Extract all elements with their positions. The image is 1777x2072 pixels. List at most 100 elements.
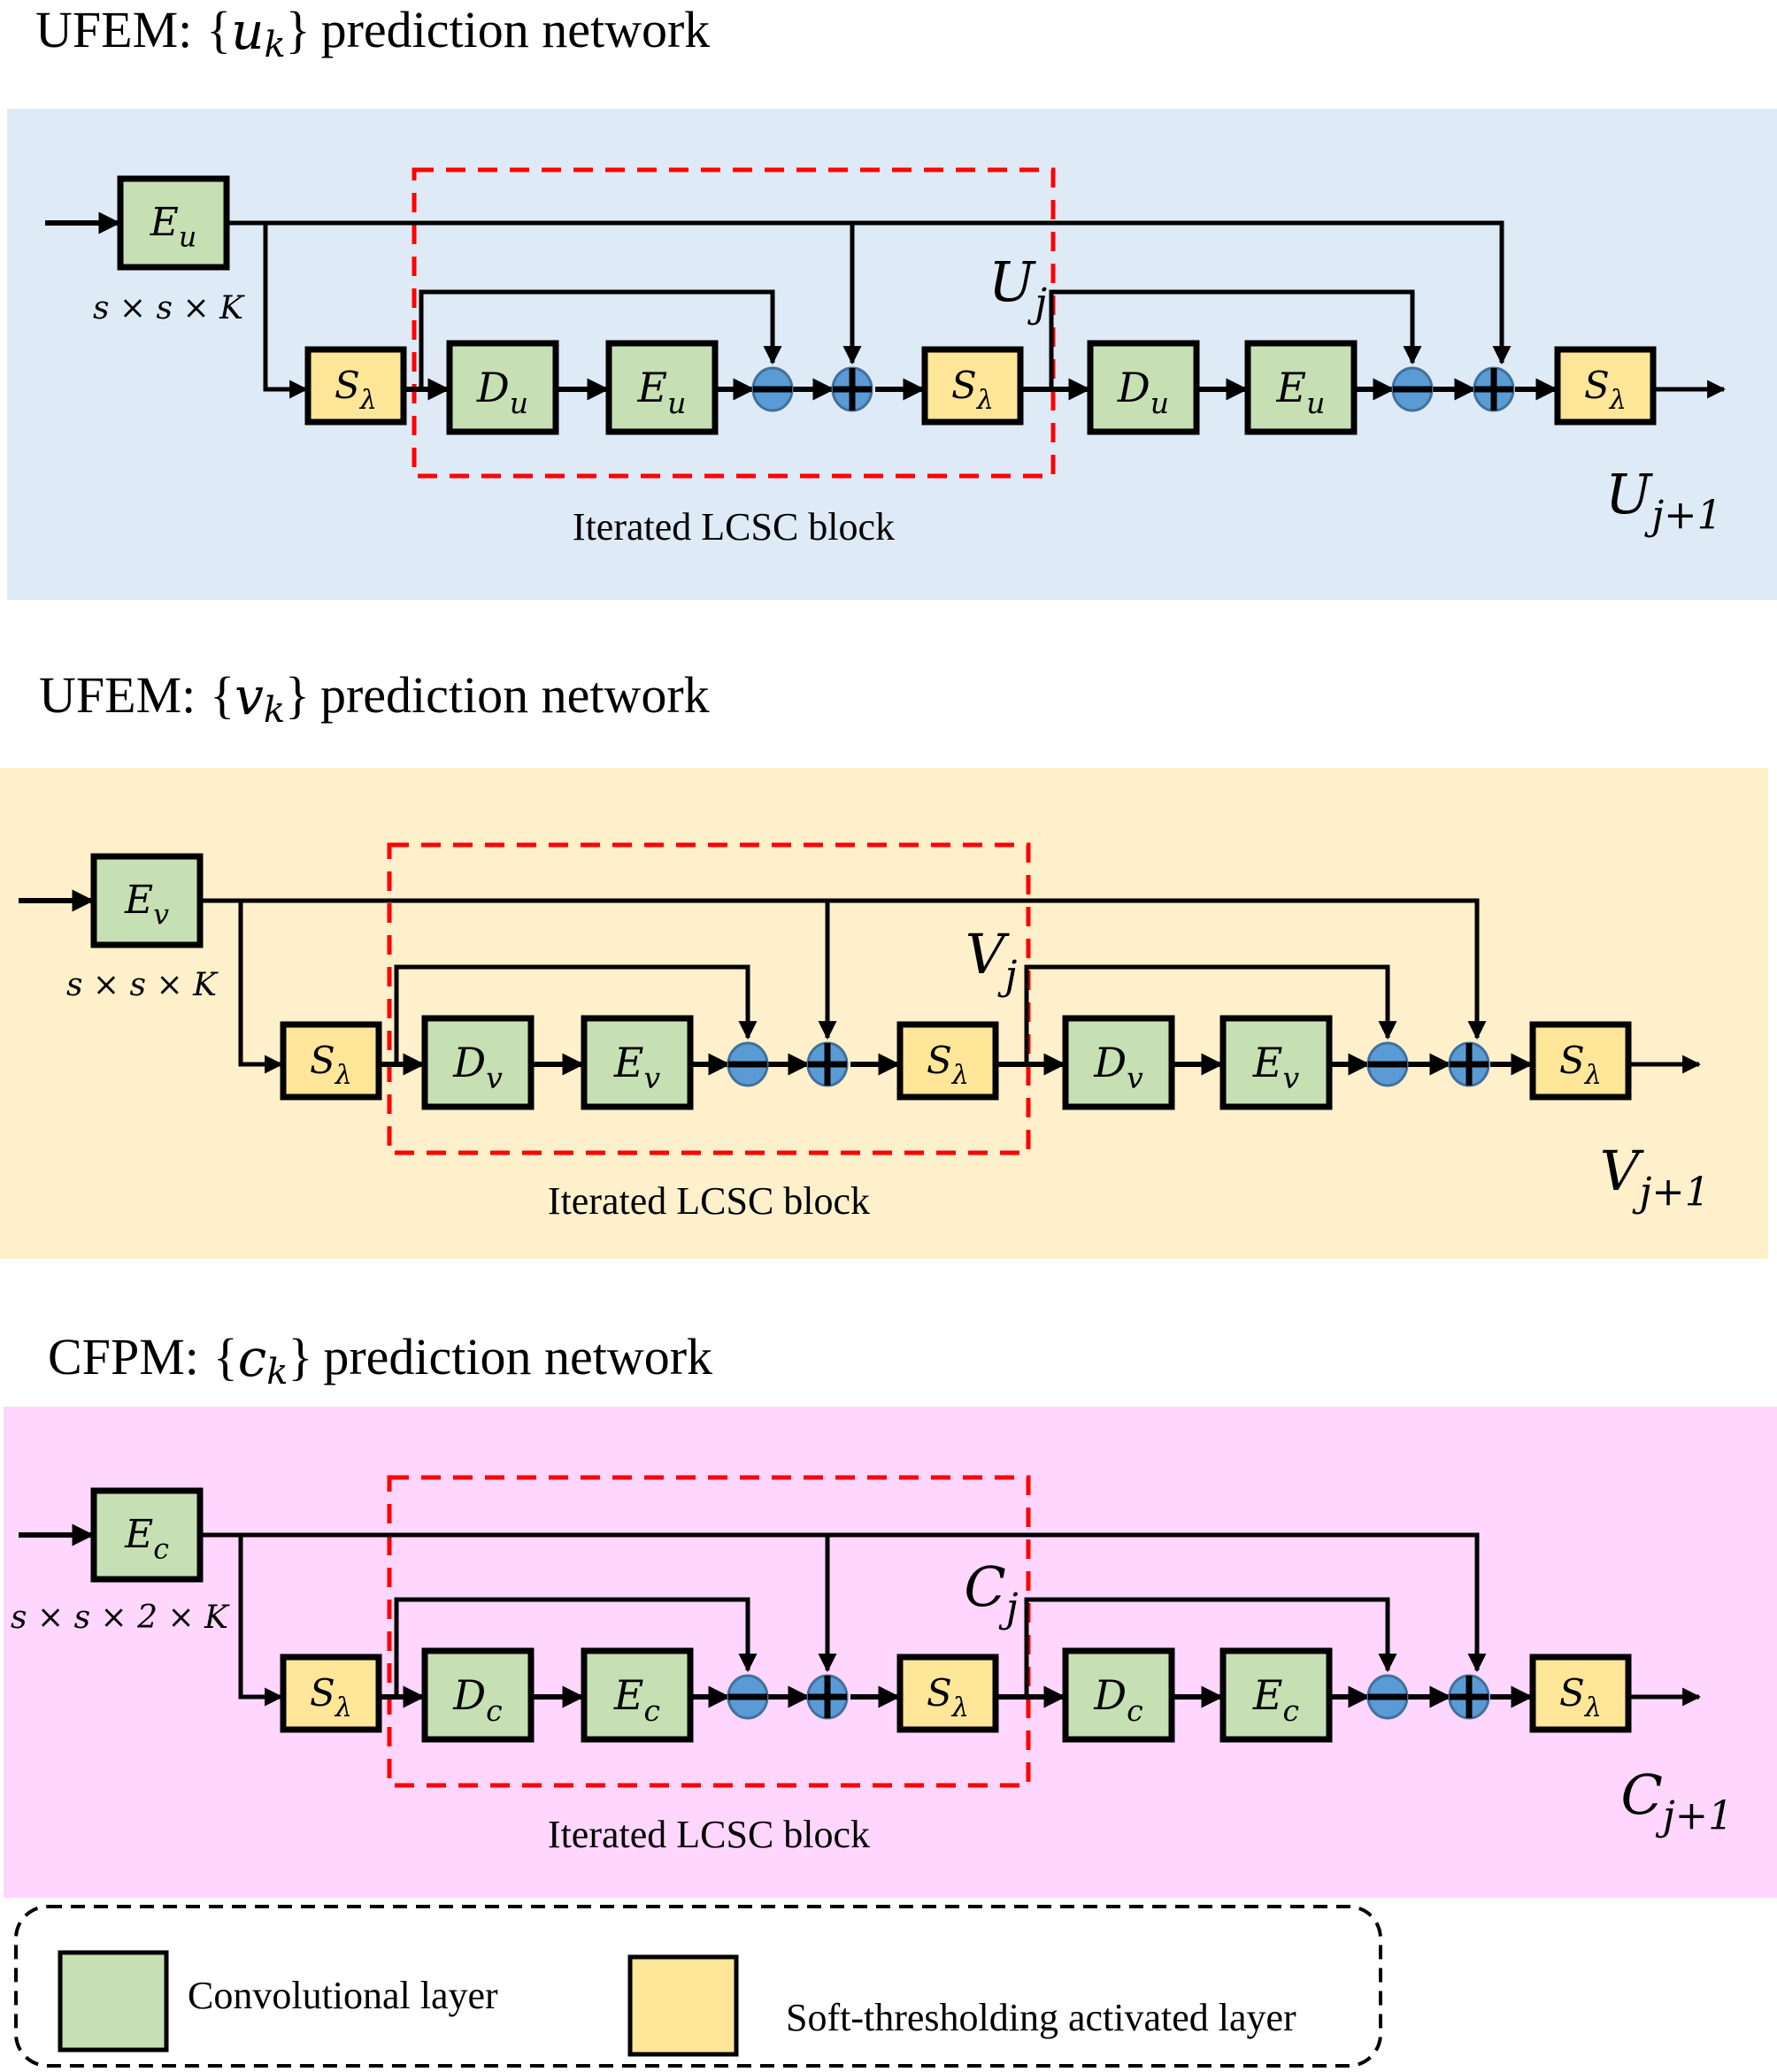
decoder-box-1-label: Du: [476, 364, 528, 420]
threshold-box-3-label-base: S: [1559, 1039, 1585, 1082]
decoder-box-2-label-subscript: c: [1127, 1693, 1143, 1728]
legend-label-soft: Soft-thresholding activated layer: [786, 1996, 1296, 2039]
decoder-box-2-label-base: D: [1117, 364, 1150, 411]
threshold-box-3-label-base: S: [1559, 1671, 1585, 1715]
feedback-line-2: [1024, 964, 1397, 1064]
title-suffix: prediction network: [320, 666, 710, 724]
iteration-label: Cj: [964, 1554, 1018, 1631]
iteration-label-text: Cj: [964, 1554, 1018, 1631]
encoder-box-2: [1244, 340, 1358, 435]
encoder-box-2-label-text: Eu: [1276, 364, 1326, 420]
panel-background: [4, 1407, 1777, 1898]
title-brace-open: {: [213, 1328, 238, 1385]
threshold-box-2-label-base: S: [951, 364, 977, 407]
legend-swatch-soft: [627, 1954, 739, 2057]
threshold-box-3: [1529, 1021, 1632, 1101]
output-label-text: Cj+1: [1620, 1762, 1733, 1838]
title-suffix: prediction network: [321, 1, 711, 58]
threshold-box-2-label: Sλ: [951, 364, 994, 416]
decoder-box-2-label: Du: [1117, 364, 1169, 420]
title-subscript: k: [264, 690, 285, 731]
threshold-box-1: [280, 1021, 382, 1101]
encoder-box-2-label-subscript: v: [1282, 1061, 1299, 1095]
legend-border: [14, 1905, 1382, 2068]
threshold-box-2-label-subscript: λ: [976, 385, 994, 416]
threshold-box-1-label-base: S: [310, 1671, 335, 1715]
output-label-subscript: j+1: [1643, 492, 1722, 538]
title-variable: u: [231, 1, 264, 61]
encoder-box-2-label-base: E: [1252, 1671, 1283, 1719]
decoder-box-2: [1087, 340, 1200, 435]
lcsc-block-caption: Iterated LCSC block: [573, 505, 895, 549]
output-label: Vj+1: [1600, 1139, 1710, 1215]
decoder-box-1: [446, 340, 559, 435]
decoder-box-2-label-text: Dv: [1093, 1039, 1143, 1095]
encoder-box-2: [1219, 1015, 1333, 1110]
branch-to-threshold-1: [238, 1535, 284, 1707]
decoder-box-1-label-base: D: [476, 364, 510, 411]
encoder-box-1-label: Ec: [613, 1671, 660, 1728]
title-variable: c: [238, 1328, 266, 1388]
title-variable: v: [235, 666, 264, 726]
title-prefix: UFEM:: [39, 666, 196, 724]
title-brace-close: }: [285, 666, 310, 724]
iteration-label-base: V: [965, 922, 1011, 986]
threshold-box-3-label-base: S: [1584, 364, 1610, 407]
decoder-box-2-label-text: Dc: [1093, 1671, 1142, 1728]
encoder-label-base: E: [124, 1512, 153, 1557]
branch-to-threshold-1: [263, 223, 309, 399]
encoder-label-base: E: [150, 200, 179, 245]
threshold-box-3-label-subscript: λ: [1609, 385, 1627, 416]
threshold-box-3-label-text: Sλ: [1559, 1039, 1602, 1091]
output-label-text: Vj+1: [1600, 1139, 1710, 1215]
decoder-box-1-label-base: D: [452, 1039, 486, 1086]
skip-line-outer: [200, 1532, 1487, 1673]
encoder-label-text: Eu: [150, 200, 197, 253]
threshold-box-3-label-subscript: λ: [1584, 1692, 1602, 1723]
encoder-label-subscript: u: [179, 221, 196, 253]
threshold-box-1-label: Sλ: [310, 1039, 352, 1091]
decoder-box-2-label-text: Du: [1117, 364, 1169, 420]
threshold-box-3-label: Sλ: [1584, 364, 1627, 416]
encoder-box-input: [117, 175, 230, 271]
decoder-box-1-label-text: Dv: [452, 1039, 503, 1095]
decoder-box-1-label-text: Dc: [452, 1671, 502, 1728]
title-suffix: prediction network: [323, 1328, 712, 1385]
encoder-box-1-label: Ev: [613, 1039, 661, 1095]
output-label: Cj+1: [1620, 1762, 1733, 1838]
decoder-box-1-label-subscript: v: [486, 1061, 503, 1095]
threshold-box-2-label-base: S: [927, 1039, 952, 1082]
threshold-box-3: [1554, 346, 1657, 426]
title-prefix: UFEM:: [35, 1, 192, 58]
title-brace-close: }: [288, 1328, 312, 1385]
threshold-box-1-label-base: S: [310, 1039, 335, 1082]
threshold-box-1: [304, 346, 407, 426]
threshold-box-3-label-subscript: λ: [1584, 1060, 1602, 1091]
skip-line-outer: [200, 898, 1487, 1040]
encoder-label-subscript: v: [153, 899, 169, 931]
decoder-box-1: [421, 1647, 535, 1743]
encoder-box-1-label-subscript: c: [644, 1693, 661, 1728]
decoder-box-2-label-subscript: v: [1127, 1061, 1143, 1095]
dimension-label: s × s × K: [66, 967, 219, 1003]
skip-line-outer: [227, 220, 1512, 365]
output-label: Uj+1: [1605, 462, 1722, 538]
threshold-box-2: [921, 346, 1024, 426]
output-label-text: Uj+1: [1605, 462, 1722, 538]
output-label-subscript: j+1: [1632, 1169, 1711, 1215]
title-brace-close: }: [286, 1, 311, 58]
feedback-line-1: [394, 1597, 758, 1697]
encoder-box-2-label: Ev: [1252, 1039, 1300, 1095]
branch-to-threshold-1: [238, 901, 284, 1074]
decoder-box-1-label-text: Du: [476, 364, 528, 420]
panel-background: [0, 768, 1768, 1259]
encoder-box-2-label-subscript: u: [1306, 386, 1325, 420]
dimension-label: s × s × K: [93, 290, 245, 326]
threshold-box-3-label: Sλ: [1559, 1039, 1602, 1091]
title-brace-open: {: [206, 1, 231, 58]
legend-label-conv: Convolutional layer: [188, 1974, 498, 2017]
encoder-box-1-label-base: E: [613, 1671, 644, 1719]
